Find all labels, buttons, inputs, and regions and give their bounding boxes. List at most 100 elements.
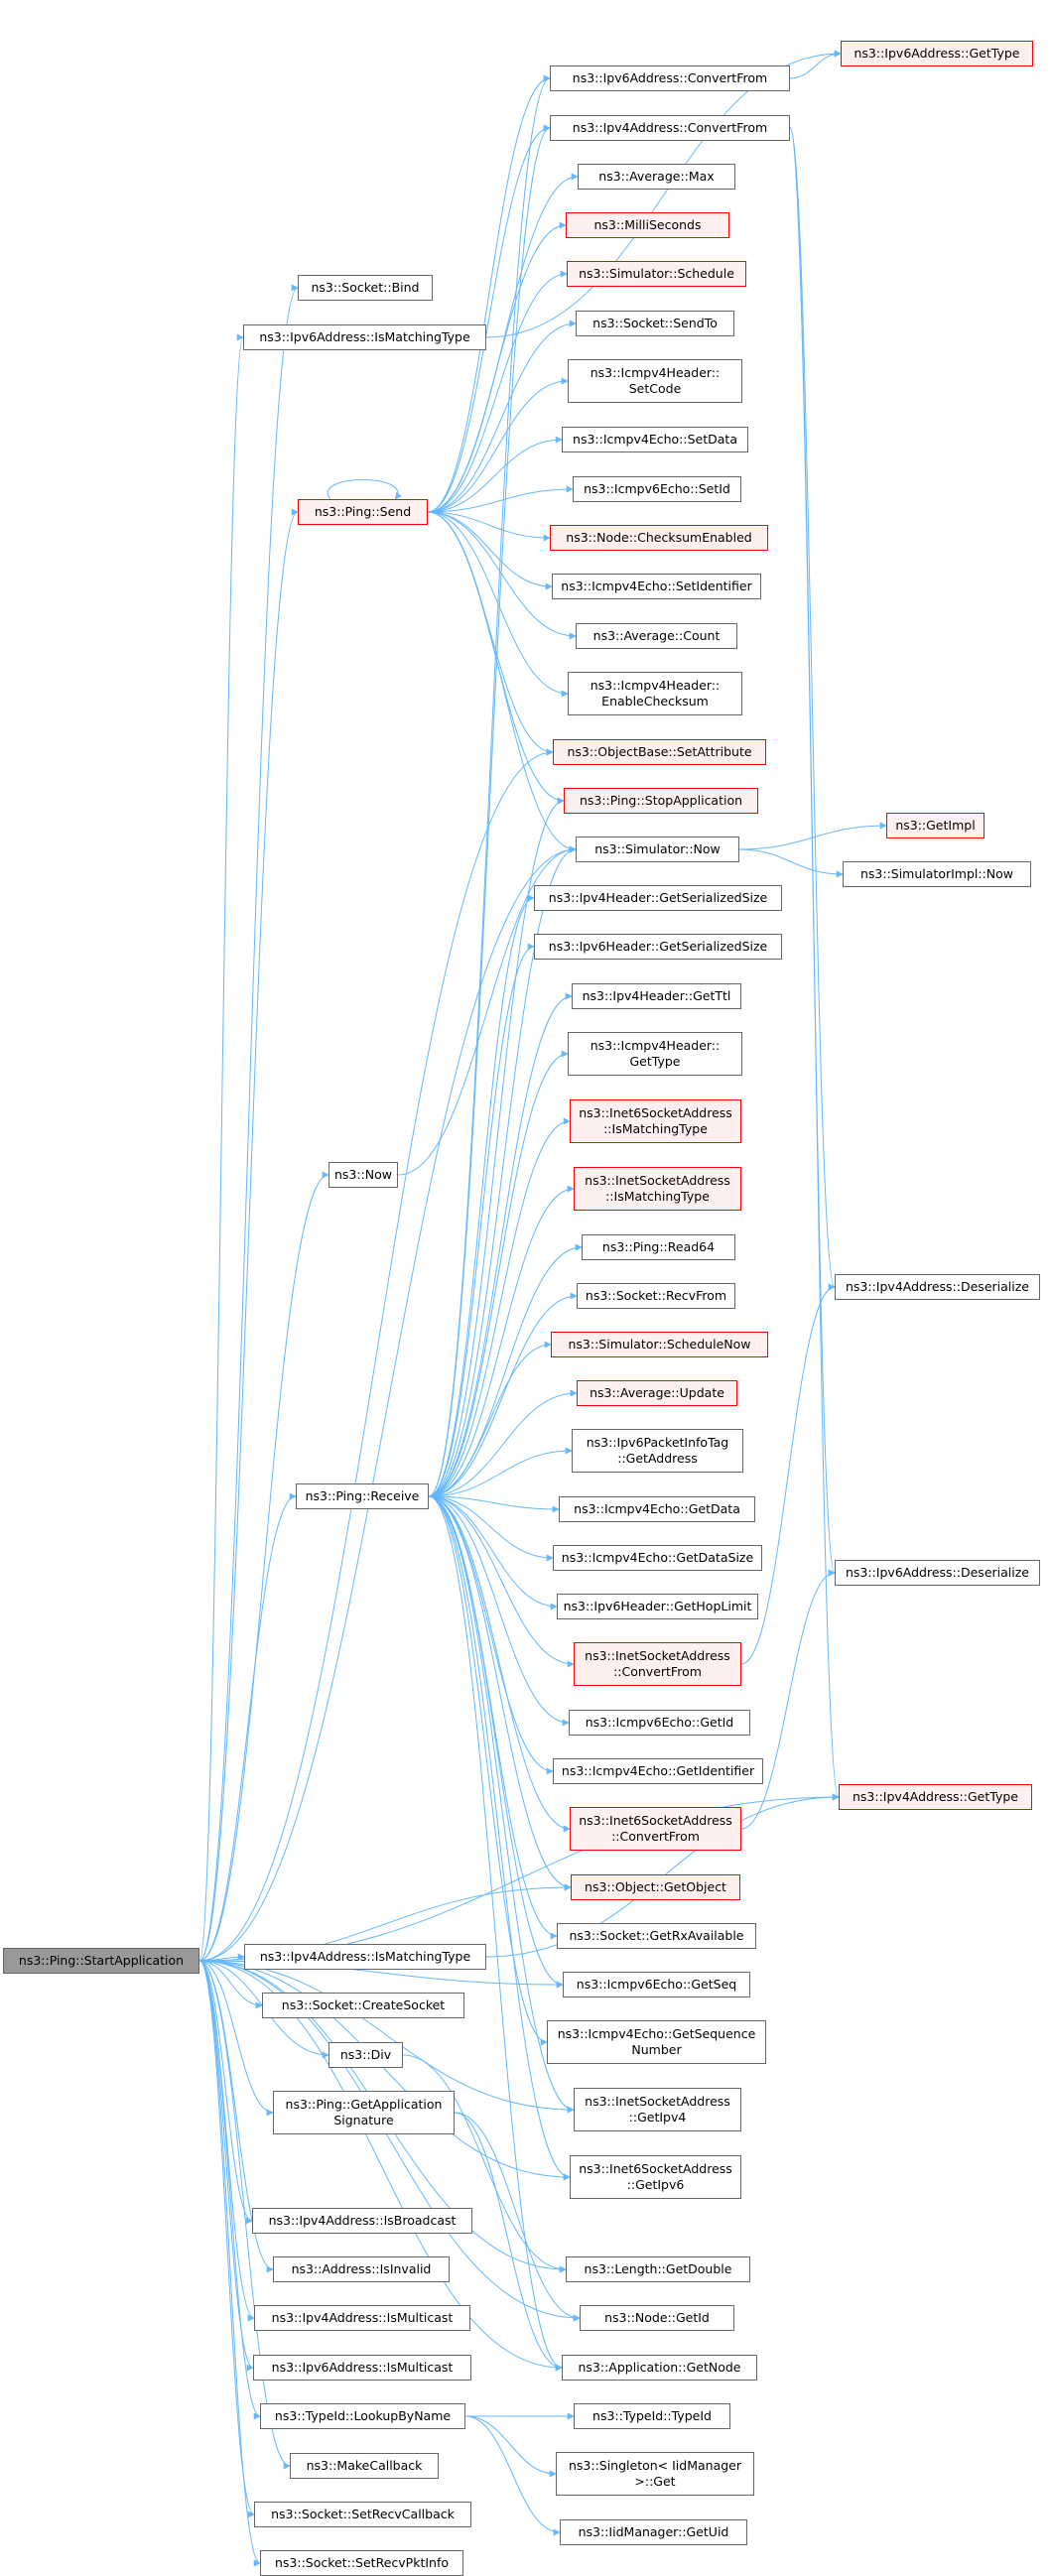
node-bind[interactable]: ns3::Socket::Bind — [298, 275, 433, 301]
node-checksum[interactable]: ns3::Node::ChecksumEnabled — [550, 525, 768, 551]
node-makecb[interactable]: ns3::MakeCallback — [290, 2453, 439, 2479]
node-ipv6match[interactable]: ns3::Ipv6Address::IsMatchingType — [243, 324, 486, 350]
node-enablecs[interactable]: ns3::Icmpv4Header:: EnableChecksum — [568, 672, 742, 715]
node-rxavail[interactable]: ns3::Socket::GetRxAvailable — [557, 1923, 756, 1949]
node-nodegetid[interactable]: ns3::Node::GetId — [580, 2305, 734, 2331]
node-now[interactable]: ns3::Now — [328, 1162, 398, 1188]
node-typeid[interactable]: ns3::TypeId::TypeId — [574, 2403, 730, 2429]
node-label: ns3::Average::Update — [590, 1385, 724, 1400]
node-createsock[interactable]: ns3::Socket::CreateSocket — [262, 1993, 464, 2018]
node-appsig[interactable]: ns3::Ping::GetApplication Signature — [273, 2091, 455, 2134]
node-label: ns3::Now — [333, 1167, 393, 1182]
node-label: ns3::IidManager::GetUid — [578, 2524, 729, 2539]
node-getuid[interactable]: ns3::IidManager::GetUid — [560, 2519, 747, 2545]
node-setattr[interactable]: ns3::ObjectBase::SetAttribute — [553, 739, 766, 765]
node-ipv4mcast[interactable]: ns3::Ipv4Address::IsMulticast — [254, 2305, 470, 2331]
node-inetmatch[interactable]: ns3::InetSocketAddress ::IsMatchingType — [574, 1167, 741, 1211]
node-ipv6hsize[interactable]: ns3::Ipv6Header::GetSerializedSize — [534, 934, 782, 960]
node-receive[interactable]: ns3::Ping::Receive — [296, 1483, 429, 1509]
node-avgmax[interactable]: ns3::Average::Max — [578, 164, 735, 190]
node-label: ns3::TypeId::TypeId — [592, 2408, 712, 2423]
node-label: ns3::Ipv4Address::IsMatchingType — [259, 1949, 471, 1964]
edge-receive-to-hoplimit — [428, 1495, 558, 1610]
node-label: ns3::Icmpv4Echo::GetDataSize — [561, 1550, 754, 1565]
node-getimpl[interactable]: ns3::GetImpl — [886, 813, 985, 838]
node-label: ns3::Length::GetDouble — [584, 2261, 732, 2276]
node-getseq[interactable]: ns3::Icmpv6Echo::GetSeq — [563, 1972, 750, 1997]
node-label: ns3::Icmpv6Echo::SetId — [584, 481, 730, 496]
node-simnow[interactable]: ns3::Simulator::Now — [576, 837, 739, 862]
node-schednow[interactable]: ns3::Simulator::ScheduleNow — [551, 1332, 768, 1357]
node-label: ns3::Simulator::Now — [594, 841, 721, 856]
node-lookup[interactable]: ns3::TypeId::LookupByName — [260, 2403, 465, 2429]
node-sendto[interactable]: ns3::Socket::SendTo — [576, 311, 734, 336]
node-label: ns3::Socket::SendTo — [592, 316, 718, 330]
node-avgupdate[interactable]: ns3::Average::Update — [577, 1380, 737, 1406]
node-setid[interactable]: ns3::Icmpv6Echo::SetId — [573, 476, 741, 502]
node-label: ns3::Socket::GetRxAvailable — [569, 1928, 744, 1943]
node-getdatasize[interactable]: ns3::Icmpv4Echo::GetDataSize — [553, 1545, 762, 1571]
node-ipv4hsize[interactable]: ns3::Ipv4Header::GetSerializedSize — [534, 885, 782, 911]
node-label: ns3::Ping::Receive — [305, 1488, 420, 1503]
node-getnode[interactable]: ns3::Application::GetNode — [562, 2355, 757, 2381]
node-pkttag[interactable]: ns3::Ipv6PacketInfoTag ::GetAddress — [572, 1429, 743, 1473]
node-label: ns3::Ipv6Address::Deserialize — [846, 1565, 1029, 1580]
node-label: ns3::Application::GetNode — [578, 2360, 741, 2375]
node-ipv4match[interactable]: ns3::Ipv4Address::IsMatchingType — [244, 1944, 486, 1970]
node-getipv6[interactable]: ns3::Inet6SocketAddress ::GetIpv6 — [570, 2155, 741, 2199]
node-getdouble[interactable]: ns3::Length::GetDouble — [566, 2256, 750, 2282]
node-inetconv[interactable]: ns3::InetSocketAddress ::ConvertFrom — [574, 1642, 741, 1686]
node-label: ns3::Icmpv4Header:: EnableChecksum — [590, 678, 721, 708]
node-setdata[interactable]: ns3::Icmpv4Echo::SetData — [562, 427, 748, 452]
node-inet6conv[interactable]: ns3::Inet6SocketAddress ::ConvertFrom — [570, 1807, 741, 1851]
node-div[interactable]: ns3::Div — [328, 2042, 403, 2068]
edge-lookup-to-getuid — [464, 2415, 561, 2536]
node-getipv4[interactable]: ns3::InetSocketAddress ::GetIpv4 — [574, 2088, 741, 2131]
node-icmpgettype[interactable]: ns3::Icmpv4Header:: GetType — [568, 1032, 742, 1076]
edge-start-to-ipv4mcast — [198, 1960, 255, 2322]
node-label: ns3::InetSocketAddress ::ConvertFrom — [585, 1648, 730, 1679]
edge-receive-to-icmpgettype — [428, 1050, 569, 1497]
node-getdata[interactable]: ns3::Icmpv4Echo::GetData — [559, 1496, 755, 1522]
node-millisec[interactable]: ns3::MilliSeconds — [566, 212, 729, 238]
edge-start-to-getnode — [198, 1960, 563, 2372]
node-label: ns3::Ipv6Header::GetHopLimit — [563, 1599, 752, 1613]
edge-appsig-to-getnode — [454, 2112, 563, 2372]
node-ipv4deser[interactable]: ns3::Ipv4Address::Deserialize — [835, 1274, 1040, 1300]
edge-start-to-createsock — [198, 1960, 263, 2009]
node-getobject[interactable]: ns3::Object::GetObject — [571, 1874, 740, 1900]
node-stopapp[interactable]: ns3::Ping::StopApplication — [564, 788, 758, 814]
node-label: ns3::Average::Count — [592, 628, 721, 643]
node-recvpkt[interactable]: ns3::Socket::SetRecvPktInfo — [260, 2550, 463, 2576]
edge-now-to-simnow — [397, 845, 577, 1176]
node-isbcast[interactable]: ns3::Ipv4Address::IsBroadcast — [252, 2208, 472, 2234]
node-ipv6gettype[interactable]: ns3::Ipv6Address::GetType — [841, 41, 1033, 66]
node-recvcb[interactable]: ns3::Socket::SetRecvCallback — [254, 2502, 471, 2527]
edge-receive-to-getipv4 — [428, 1495, 575, 2114]
node-ipv6mcast[interactable]: ns3::Ipv6Address::IsMulticast — [253, 2355, 471, 2381]
node-getseqnum[interactable]: ns3::Icmpv4Echo::GetSequence Number — [547, 2020, 766, 2064]
node-ipv6conv[interactable]: ns3::Ipv6Address::ConvertFrom — [550, 65, 790, 91]
node-label: ns3::Socket::RecvFrom — [585, 1288, 727, 1303]
node-isinvalid[interactable]: ns3::Address::IsInvalid — [273, 2256, 450, 2282]
node-getid[interactable]: ns3::Icmpv6Echo::GetId — [569, 1710, 750, 1736]
node-ipv4gettype[interactable]: ns3::Ipv4Address::GetType — [839, 1784, 1032, 1810]
node-read64[interactable]: ns3::Ping::Read64 — [582, 1234, 735, 1260]
node-ipv4conv[interactable]: ns3::Ipv4Address::ConvertFrom — [550, 115, 790, 141]
node-singleton[interactable]: ns3::Singleton< IidManager >::Get — [556, 2452, 754, 2496]
node-label: ns3::Ping::StopApplication — [579, 793, 743, 808]
node-recvfrom[interactable]: ns3::Socket::RecvFrom — [577, 1283, 735, 1309]
node-getttl[interactable]: ns3::Ipv4Header::GetTtl — [572, 983, 741, 1009]
edge-send-to-enablecs — [427, 511, 569, 698]
node-avgcount[interactable]: ns3::Average::Count — [576, 623, 737, 649]
edge-receive-to-getident — [428, 1495, 554, 1775]
node-schedule[interactable]: ns3::Simulator::Schedule — [567, 261, 746, 287]
node-implnow[interactable]: ns3::SimulatorImpl::Now — [843, 861, 1031, 887]
node-inet6match[interactable]: ns3::Inet6SocketAddress ::IsMatchingType — [570, 1099, 741, 1143]
node-send[interactable]: ns3::Ping::Send — [298, 499, 428, 525]
node-getident[interactable]: ns3::Icmpv4Echo::GetIdentifier — [553, 1758, 763, 1784]
node-ipv6deser[interactable]: ns3::Ipv6Address::Deserialize — [835, 1560, 1040, 1586]
node-setcode[interactable]: ns3::Icmpv4Header:: SetCode — [568, 359, 742, 403]
node-setident[interactable]: ns3::Icmpv4Echo::SetIdentifier — [552, 574, 761, 599]
node-hoplimit[interactable]: ns3::Ipv6Header::GetHopLimit — [557, 1594, 758, 1619]
